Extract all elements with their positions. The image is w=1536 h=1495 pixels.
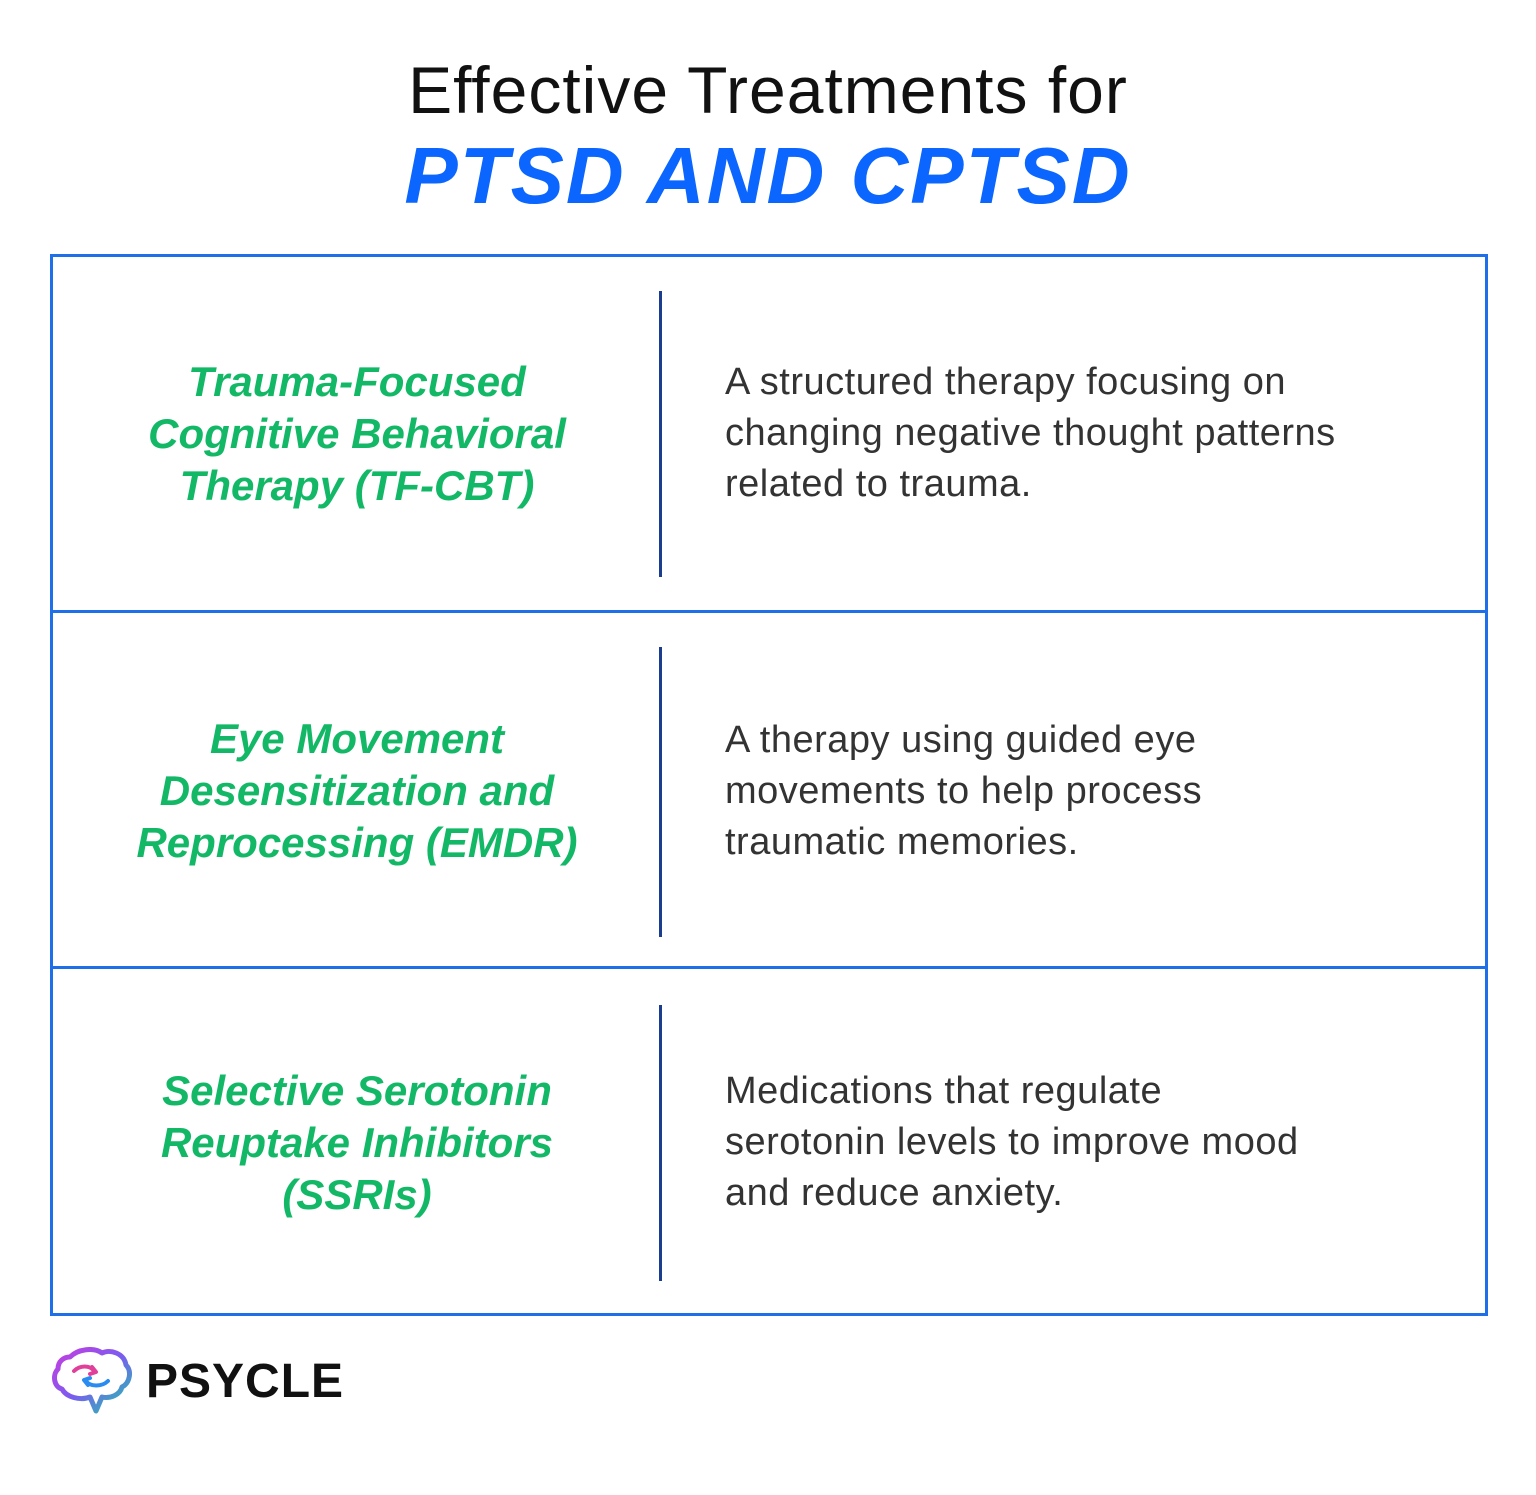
treatment-description: A therapy using guided eye movements to … bbox=[725, 613, 1425, 969]
treatment-description: Medications that regulate serotonin leve… bbox=[725, 969, 1425, 1316]
treatment-name: Eye Movement Desensitization and Reproce… bbox=[83, 613, 631, 969]
treatment-name: Trauma-Focused Cognitive Behavioral Ther… bbox=[83, 257, 631, 610]
treatment-description-text: A therapy using guided eye movements to … bbox=[725, 718, 1203, 863]
title-line-1: Effective Treatments for bbox=[408, 53, 1128, 127]
treatment-row: Eye Movement Desensitization and Reproce… bbox=[53, 610, 1485, 969]
brand-footer: PSYCLE bbox=[50, 1346, 344, 1416]
column-divider bbox=[659, 291, 662, 577]
column-divider bbox=[659, 1005, 662, 1281]
treatment-row: Selective Serotonin Reuptake Inhibitors … bbox=[53, 966, 1485, 1316]
treatment-name-text: Trauma-Focused Cognitive Behavioral Ther… bbox=[148, 357, 566, 509]
column-divider bbox=[659, 647, 662, 937]
treatment-name-text: Selective Serotonin Reuptake Inhibitors … bbox=[160, 1066, 554, 1218]
treatment-name-text: Eye Movement Desensitization and Reproce… bbox=[136, 715, 578, 866]
brain-logo-icon bbox=[52, 1347, 132, 1414]
treatment-description: A structured therapy focusing on changin… bbox=[725, 257, 1425, 610]
treatment-description-text: Medications that regulate serotonin leve… bbox=[725, 1070, 1299, 1214]
treatments-table: Trauma-Focused Cognitive Behavioral Ther… bbox=[50, 254, 1488, 1316]
brand-name: PSYCLE bbox=[146, 1354, 345, 1408]
treatment-name: Selective Serotonin Reuptake Inhibitors … bbox=[83, 969, 631, 1316]
title-line-2: PTSD AND CPTSD bbox=[404, 131, 1132, 220]
treatment-row: Trauma-Focused Cognitive Behavioral Ther… bbox=[53, 257, 1485, 610]
treatment-description-text: A structured therapy focusing on changin… bbox=[725, 361, 1336, 505]
